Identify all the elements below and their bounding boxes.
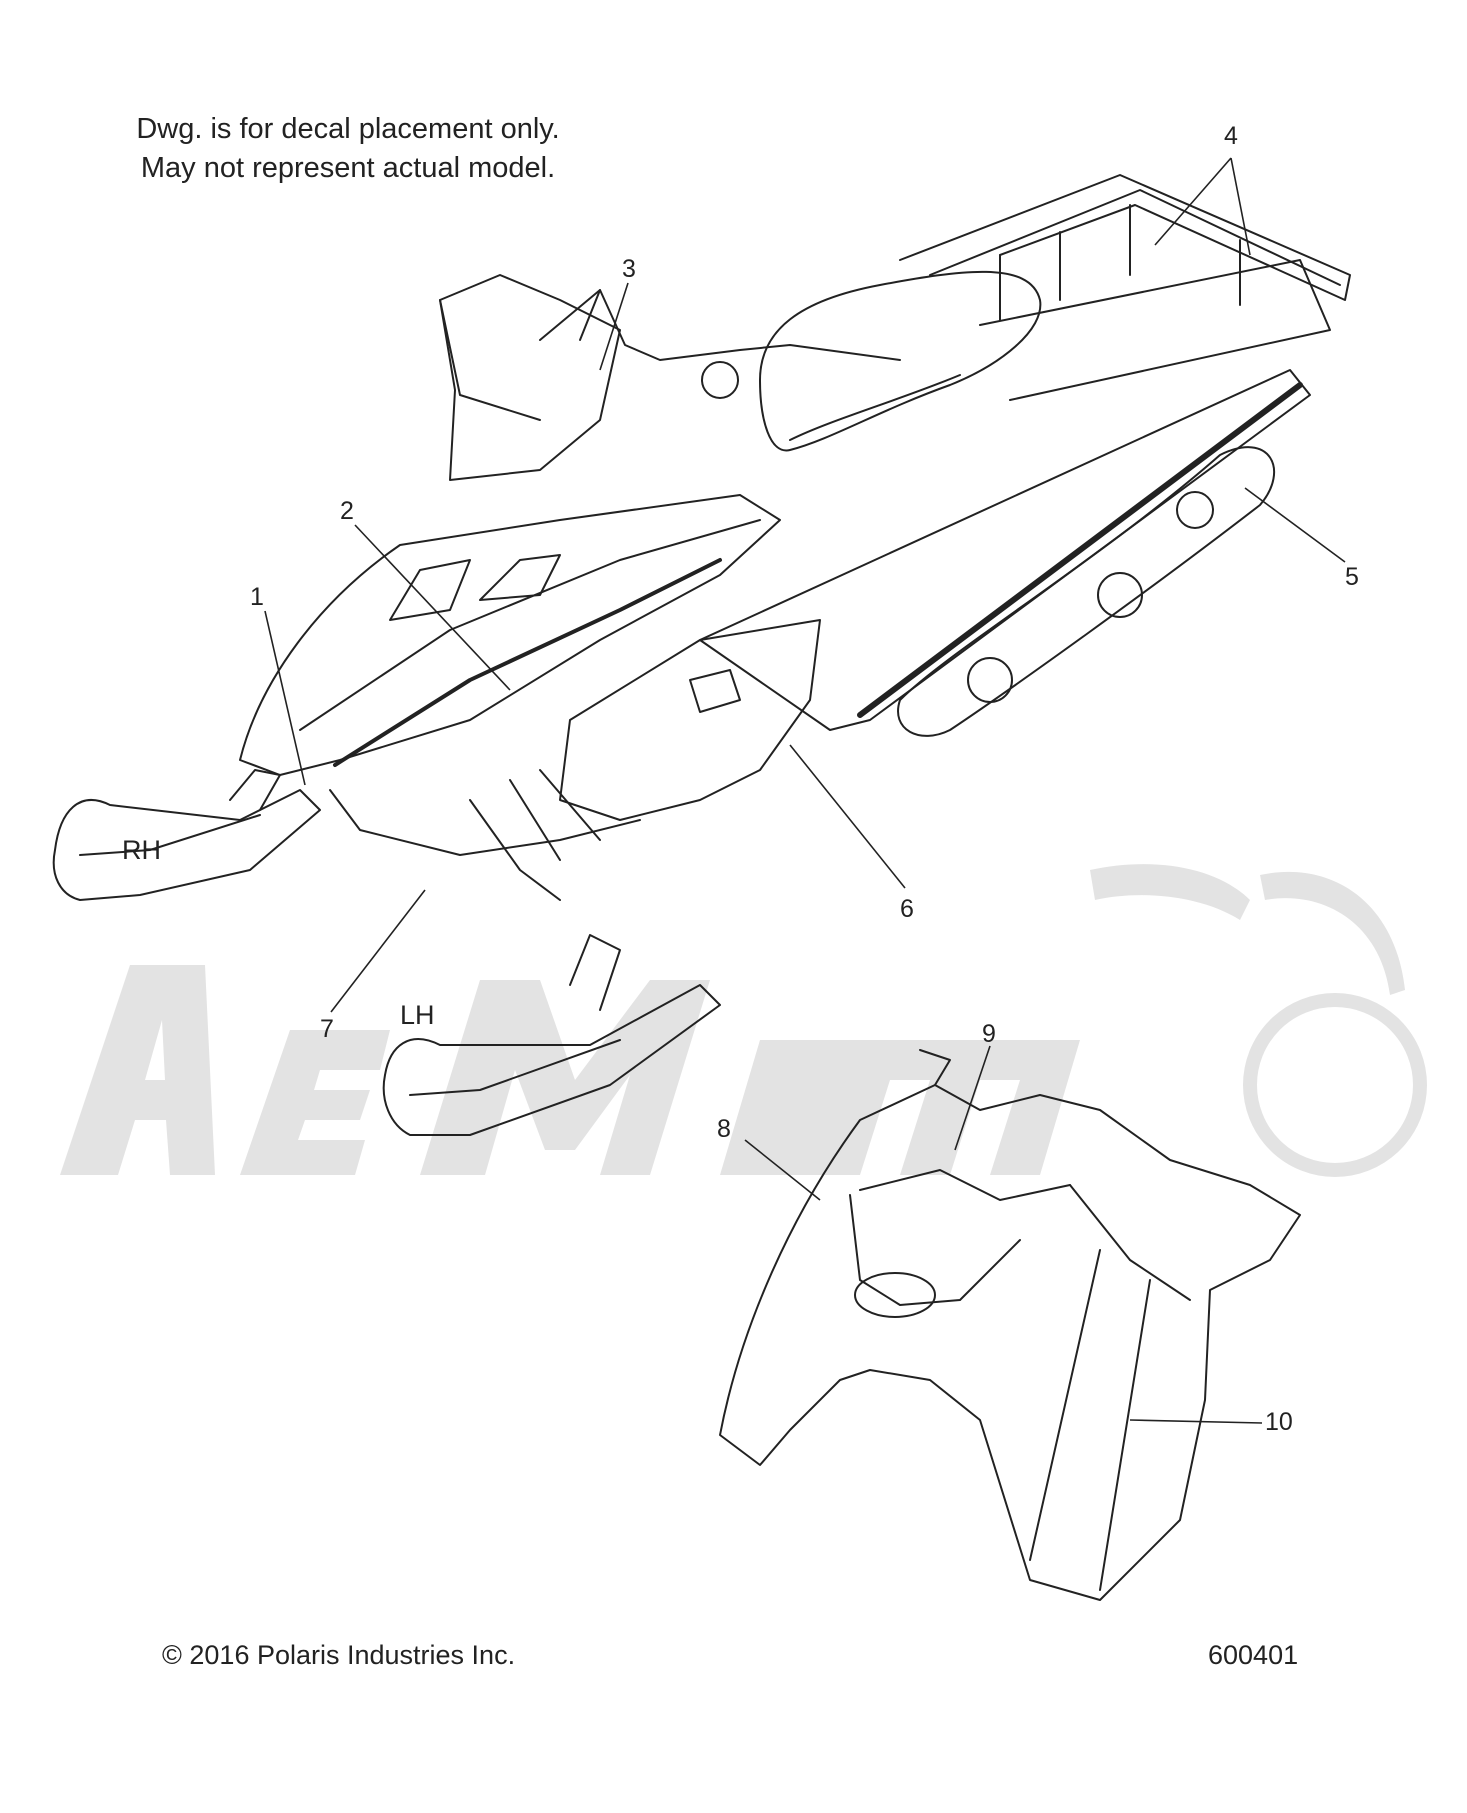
note-line-2: May not represent actual model. [140, 152, 556, 184]
handlebar [539, 289, 901, 361]
callout-3: 3 [622, 255, 636, 283]
leader-lines [264, 157, 1346, 1424]
windshield [439, 274, 621, 481]
callout-1: 1 [250, 583, 264, 611]
rear-rack [899, 174, 1351, 301]
callout-8: 8 [717, 1115, 731, 1143]
callout-4: 4 [1224, 122, 1238, 150]
callout-9: 9 [982, 1020, 996, 1048]
drawing-note: Dwg. is for decal placement only. May no… [88, 110, 608, 188]
callout-2: 2 [340, 497, 354, 525]
ski-rh [52, 789, 321, 901]
callout-10: 10 [1265, 1408, 1293, 1436]
track [897, 446, 1276, 737]
ski-lh [382, 984, 721, 1136]
seat [759, 270, 1042, 452]
drawing-number: 600401 [1208, 1640, 1299, 1670]
label-lh: LH [400, 1000, 435, 1030]
copyright-text: © 2016 Polaris Industries Inc. [162, 1640, 516, 1670]
gauge-opening [854, 1272, 936, 1318]
hood [239, 494, 781, 776]
watermark-logo [60, 864, 1427, 1177]
label-rh: RH [122, 835, 161, 865]
hood-panel-detail [719, 1084, 1301, 1601]
callout-5: 5 [1345, 563, 1359, 591]
note-line-1: Dwg. is for decal placement only. [136, 113, 560, 145]
callout-6: 6 [900, 895, 914, 923]
callout-7: 7 [320, 1015, 334, 1043]
tunnel-side [699, 369, 1311, 731]
side-panel [559, 619, 821, 821]
